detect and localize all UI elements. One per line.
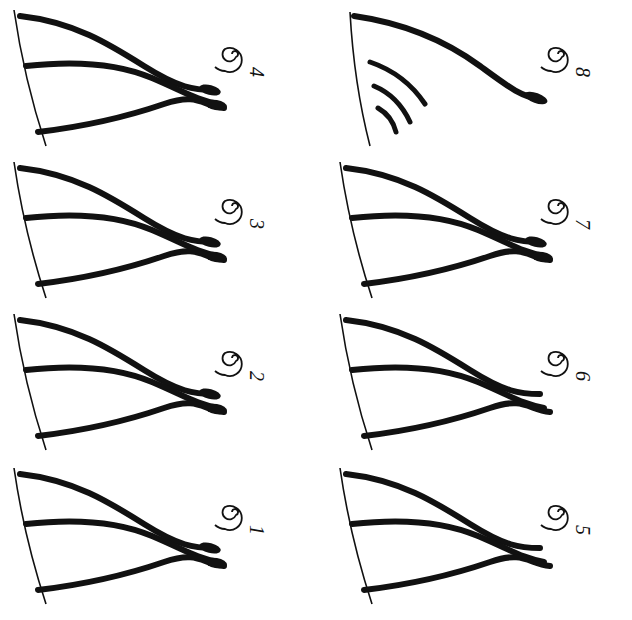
panel-drawing bbox=[14, 10, 242, 146]
callout-number: 3 bbox=[247, 219, 267, 229]
panel-drawing bbox=[340, 468, 568, 604]
callout-number: 4 bbox=[247, 67, 267, 77]
callout-number: 5 bbox=[573, 525, 593, 535]
panel-drawing bbox=[340, 314, 568, 450]
panel-drawing bbox=[14, 162, 242, 298]
panel-drawing bbox=[14, 468, 242, 604]
callout-number: 7 bbox=[573, 219, 593, 229]
callout-number: 2 bbox=[247, 371, 267, 381]
panel-drawing bbox=[350, 12, 568, 146]
callout-number: 1 bbox=[247, 525, 267, 535]
callout-number: 8 bbox=[573, 67, 593, 77]
callout-number: 6 bbox=[573, 371, 593, 381]
panel-drawing bbox=[14, 314, 242, 450]
panel-drawing bbox=[340, 162, 568, 298]
